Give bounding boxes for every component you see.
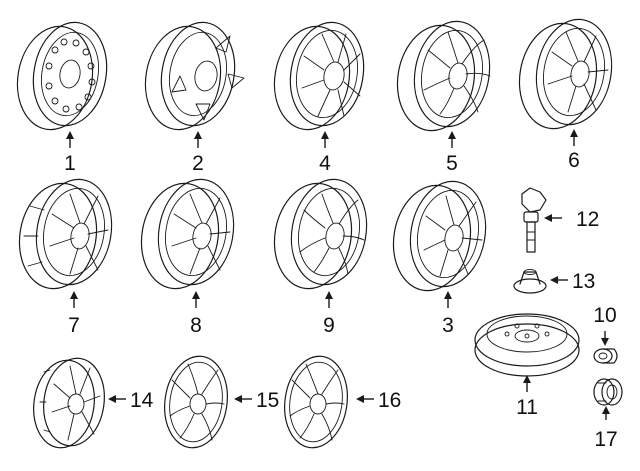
wheel-3-alloy [392,180,487,292]
callout-17: 17 [594,406,618,451]
callout-14-label: 14 [130,389,154,412]
callout-3: 3 [442,291,454,337]
callout-10-label: 10 [593,304,616,327]
callout-14: 14 [108,389,154,412]
wheel-1-steel [16,21,108,131]
callout-16: 16 [356,389,401,412]
callout-7: 7 [68,291,80,337]
callout-15: 15 [234,389,279,412]
callout-8: 8 [190,291,202,337]
wheel-7-alloy [18,178,113,290]
wheel-4-alloy [273,21,365,131]
callout-16-label: 16 [378,389,401,412]
center-cap [593,378,623,406]
spare-wheel [474,313,580,377]
wheel-8-alloy [140,178,235,290]
callout-13-label: 13 [572,270,595,293]
callout-12: 12 [544,208,599,231]
callout-6-label: 6 [568,149,580,172]
callout-5-label: 5 [446,152,458,175]
callout-13: 13 [550,270,595,293]
callout-3-label: 3 [442,314,454,337]
callout-2: 2 [192,131,204,175]
wheel-2-steel-with-cover [144,21,245,131]
callout-12-label: 12 [576,208,599,231]
callout-11: 11 [516,375,538,419]
wheel-6-alloy [518,18,613,130]
callout-11-label: 11 [516,396,538,419]
callout-4-label: 4 [319,152,331,175]
hubcap-16 [284,355,348,449]
wheel-5-alloy [396,20,491,132]
wheel-9-alloy [273,178,368,290]
callout-9-label: 9 [323,314,335,337]
lug-nut [593,348,618,364]
callout-15-label: 15 [256,389,279,412]
valve-nut [513,269,547,294]
callout-1-label: 1 [64,152,76,175]
callout-9: 9 [323,291,335,337]
hubcap-15 [164,355,228,449]
callout-10: 10 [593,304,617,346]
callout-1: 1 [64,131,76,175]
callout-4: 4 [319,131,331,175]
callout-8-label: 8 [190,314,202,337]
callout-6: 6 [568,129,580,172]
tpms-sensor-valve [521,187,547,253]
callout-5: 5 [446,131,458,175]
hubcap-14 [33,357,105,449]
callout-7-label: 7 [68,314,80,337]
callout-17-label: 17 [594,428,617,451]
callout-2-label: 2 [192,152,204,175]
